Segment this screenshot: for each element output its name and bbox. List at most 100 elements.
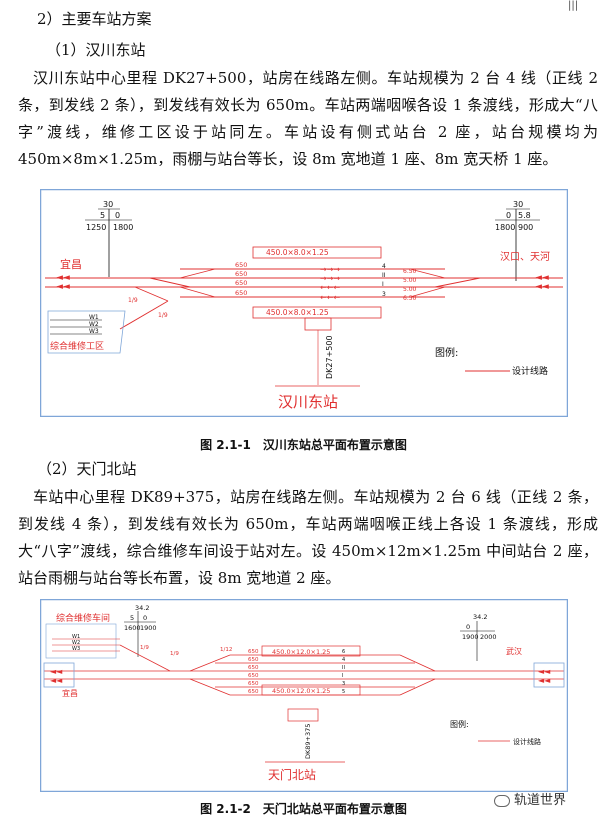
- right-signal-mid-left: 0: [506, 211, 511, 220]
- right-signal-table: 30 0 5.8 1800 900: [495, 200, 540, 281]
- platform-bottom-label: 450.0×8.0×1.25: [266, 308, 329, 317]
- svg-text:5.00: 5.00: [403, 277, 417, 284]
- svg-text:图例:: 图例:: [450, 719, 469, 729]
- station1-paragraph: 汉川东站中心里程 DK27+500，站房在线路左侧。车站规模为 2 台 4 线（…: [18, 69, 598, 168]
- svg-text:450.0×12.0×1.25: 450.0×12.0×1.25: [272, 648, 330, 656]
- svg-text:II: II: [342, 665, 345, 671]
- svg-text:W2: W2: [72, 640, 80, 646]
- left-signal-table: 30 5 0 1250 1800: [85, 200, 133, 277]
- svg-text:650: 650: [235, 279, 247, 287]
- legend-title: 图例:: [435, 346, 458, 359]
- svg-text:设计线路: 设计线路: [513, 737, 541, 746]
- svg-text:W3: W3: [72, 646, 80, 652]
- legend-item: 设计线路: [512, 365, 548, 377]
- right-signal-bottom-right: 900: [518, 223, 533, 232]
- right-signal-bottom-left: 1800: [495, 223, 515, 232]
- svg-text:W1: W1: [72, 634, 80, 640]
- station2-heading: （2）天门北站: [37, 460, 137, 478]
- svg-text:0: 0: [143, 614, 147, 622]
- platform-top: [261, 645, 361, 657]
- svg-text:I: I: [382, 281, 384, 288]
- scrollbar-icon: |||: [568, 0, 579, 11]
- track-lines: [45, 268, 563, 330]
- left-arrow-in: ◄◄: [56, 282, 70, 292]
- left-arrow-out: ◄◄: [56, 273, 70, 283]
- svg-text:450.0×12.0×1.25: 450.0×12.0×1.25: [272, 687, 330, 695]
- svg-text:1900: 1900: [140, 624, 157, 632]
- figure2-caption: 图 2.1-2 天门北站总平面布置示意图: [200, 802, 407, 816]
- mileage-label: DK27+500: [325, 335, 334, 379]
- svg-text:W3: W3: [89, 328, 99, 335]
- left-direction: 宜昌: [60, 257, 82, 271]
- svg-text:0: 0: [466, 623, 470, 631]
- svg-text:I: I: [342, 673, 343, 679]
- right-arrow-in: ◄◄: [535, 282, 549, 292]
- depot-area: [47, 310, 126, 354]
- depot-label: 综合维修车间: [56, 612, 110, 624]
- left-signal-mid-right: 0: [115, 211, 120, 220]
- wechat-icon: [494, 794, 510, 807]
- svg-text:650: 650: [235, 261, 247, 269]
- svg-text:1/9: 1/9: [170, 651, 179, 657]
- depot-label: 综合维修工区: [50, 340, 104, 352]
- left-end-box: [43, 662, 75, 688]
- station-name: 天门北站: [268, 767, 316, 782]
- right-signal-mid-right: 5.8: [518, 211, 531, 220]
- svg-text:1900: 1900: [462, 633, 479, 641]
- station1-heading: （1）汉川东站: [46, 41, 146, 59]
- station-name: 汉川东站: [278, 393, 338, 411]
- svg-text:6.50: 6.50: [403, 295, 417, 302]
- svg-text:5: 5: [342, 689, 345, 695]
- svg-text:650: 650: [248, 673, 259, 679]
- right-arrow-out: ◄◄: [538, 667, 551, 676]
- station2-diagram: 34.2 5 0 1600 1900 34.2 0 1900 2000 综合维修…: [40, 599, 568, 792]
- left-signal-bottom-left: 1250: [86, 223, 106, 232]
- svg-text:3: 3: [342, 681, 345, 687]
- svg-text:1/9: 1/9: [128, 297, 138, 304]
- svg-text:650: 650: [248, 649, 259, 655]
- svg-text:650: 650: [248, 689, 259, 695]
- station1-diagram: 30 5 0 1250 1800 30 0 5.8 1800 900 450.0…: [40, 189, 568, 417]
- svg-text:DK89+375: DK89+375: [304, 724, 312, 759]
- section-title: 2）主要车站方案: [37, 10, 152, 28]
- svg-text:2000: 2000: [480, 633, 497, 641]
- svg-text:→→→: →→→: [320, 265, 340, 274]
- svg-text:1/9: 1/9: [158, 312, 168, 319]
- svg-text:II: II: [382, 272, 386, 279]
- svg-text:1/12: 1/12: [220, 647, 232, 653]
- svg-text:W2: W2: [89, 321, 99, 328]
- right-end-box: [533, 662, 565, 688]
- svg-text:←←←: ←←←: [320, 283, 340, 292]
- platform-top: [252, 246, 382, 259]
- svg-text:650: 650: [248, 657, 259, 663]
- svg-text:→→→: →→→: [320, 274, 340, 283]
- svg-text:←←←: ←←←: [320, 293, 340, 302]
- svg-text:1/9: 1/9: [140, 645, 149, 651]
- right-arrow-in: ◄◄: [538, 676, 551, 685]
- svg-text:650: 650: [248, 665, 259, 671]
- left-signal-table: 34.2 5 0 1600 1900: [124, 604, 157, 657]
- right-direction: 汉口、天河: [500, 251, 550, 263]
- svg-text:3: 3: [382, 291, 386, 298]
- station-building: [287, 708, 319, 722]
- right-signal-table: 34.2 0 1900 2000: [460, 613, 497, 661]
- svg-text:650: 650: [235, 270, 247, 278]
- station2-paragraph: 车站中心里程 DK89+375，站房在线路左侧。车站规模为 2 台 6 线（正线…: [18, 488, 598, 587]
- svg-text:650: 650: [235, 289, 247, 297]
- svg-text:650: 650: [248, 681, 259, 687]
- svg-text:5.00: 5.00: [403, 286, 417, 293]
- figure1-caption: 图 2.1-1 汉川东站总平面布置示意图: [200, 438, 407, 452]
- svg-text:1600: 1600: [124, 624, 141, 632]
- platform-top-label: 450.0×8.0×1.25: [266, 248, 329, 257]
- right-direction: 武汉: [506, 646, 522, 656]
- svg-text:6.50: 6.50: [403, 268, 417, 275]
- svg-text:34.2: 34.2: [135, 604, 149, 612]
- track-lines: [44, 644, 564, 696]
- right-signal-top: 30: [513, 200, 523, 209]
- svg-text:6: 6: [342, 649, 345, 655]
- svg-text:4: 4: [382, 263, 386, 270]
- left-arrow-in: ◄◄: [50, 676, 63, 685]
- left-signal-top: 30: [103, 200, 113, 209]
- right-arrow-out: ◄◄: [535, 273, 549, 283]
- left-signal-bottom-right: 1800: [113, 223, 133, 232]
